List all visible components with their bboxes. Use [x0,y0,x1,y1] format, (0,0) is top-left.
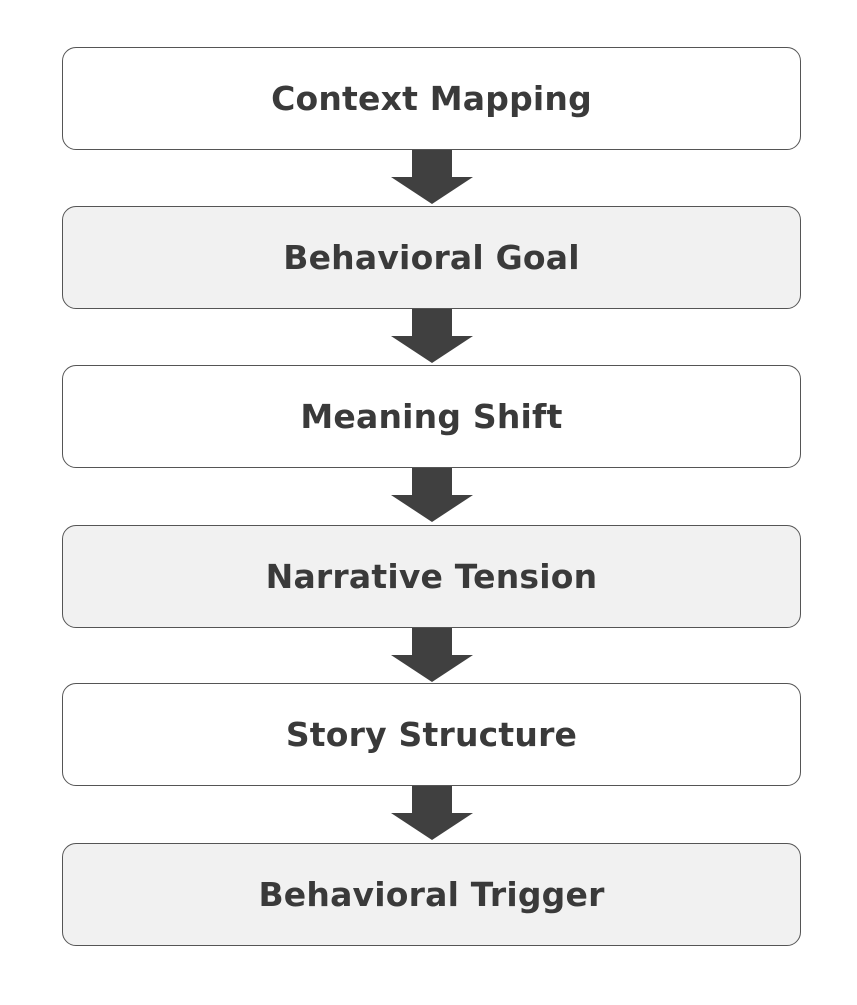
step-story-structure: Story Structure [62,683,801,786]
step-behavioral-trigger: Behavioral Trigger [62,843,801,946]
down-arrow-icon [391,309,473,363]
step-behavioral-goal: Behavioral Goal [62,206,801,309]
step-label: Context Mapping [271,79,592,118]
down-arrow-icon [391,786,473,840]
down-arrow-icon [391,150,473,204]
step-label: Behavioral Trigger [258,875,605,914]
step-label: Narrative Tension [265,557,598,596]
step-label: Behavioral Goal [283,238,580,277]
step-label: Meaning Shift [300,397,563,436]
step-label: Story Structure [285,715,578,754]
down-arrow-icon [391,628,473,682]
step-narrative-tension: Narrative Tension [62,525,801,628]
step-context-mapping: Context Mapping [62,47,801,150]
step-meaning-shift: Meaning Shift [62,365,801,468]
down-arrow-icon [391,468,473,522]
